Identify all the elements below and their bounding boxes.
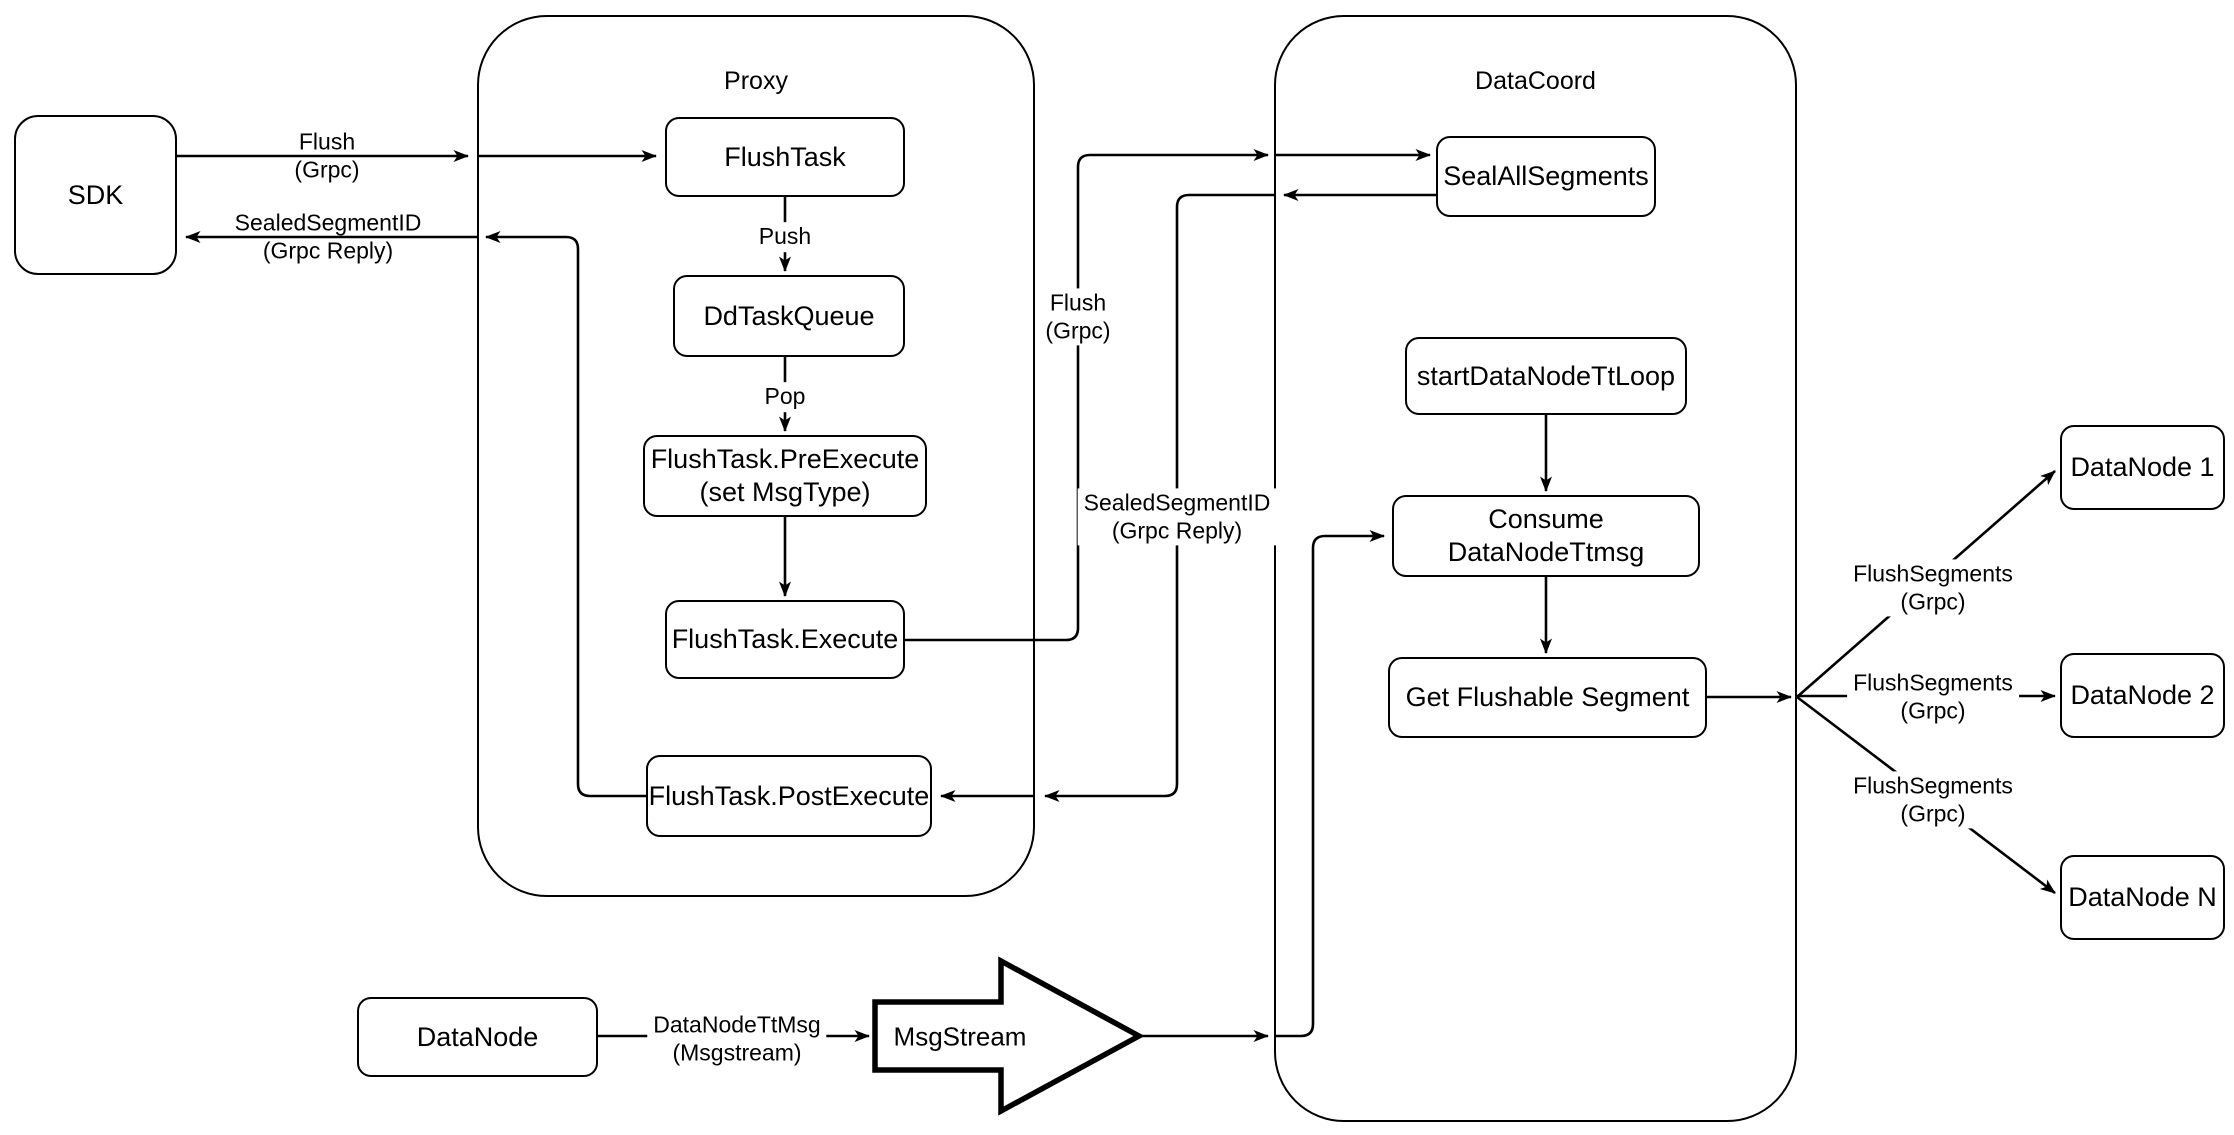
node-datanode-bottom: DataNode bbox=[357, 997, 598, 1077]
node-consume-datanode-ttmsg: Consume DataNodeTtmsg bbox=[1392, 495, 1700, 577]
label-flushsegments-1: FlushSegments (Grpc) bbox=[1847, 559, 2019, 617]
msgstream-arrow-shape bbox=[872, 956, 1145, 1116]
label-pop: Pop bbox=[758, 382, 812, 412]
node-datanode-2: DataNode 2 bbox=[2060, 653, 2225, 738]
node-seal-all-segments: SealAllSegments bbox=[1436, 136, 1656, 217]
label-flush-grpc-mid: Flush (Grpc) bbox=[1039, 288, 1117, 346]
label-flush-grpc-sdk: Flush (Grpc) bbox=[294, 128, 360, 182]
node-post-execute: FlushTask.PostExecute bbox=[646, 755, 932, 837]
node-pre-execute: FlushTask.PreExecute (set MsgType) bbox=[643, 435, 927, 517]
edge-reply-sdk-1 bbox=[485, 231, 646, 798]
node-dd-task-queue: DdTaskQueue bbox=[673, 275, 905, 357]
node-get-flushable-segment: Get Flushable Segment bbox=[1388, 657, 1707, 738]
datacoord-container-title: DataCoord bbox=[1475, 67, 1596, 95]
edge-flush-mid-1 bbox=[905, 149, 1269, 642]
label-flushsegments-2: FlushSegments (Grpc) bbox=[1847, 668, 2019, 726]
label-sealedsegmentid-mid: SealedSegmentID (Grpc Reply) bbox=[1077, 488, 1277, 546]
msgstream-label: MsgStream bbox=[893, 1021, 1027, 1052]
label-flushsegments-3: FlushSegments (Grpc) bbox=[1847, 771, 2019, 829]
node-start-datanode-tt-loop: startDataNodeTtLoop bbox=[1405, 337, 1687, 415]
label-push: Push bbox=[752, 222, 818, 252]
node-sdk: SDK bbox=[14, 115, 177, 275]
node-execute: FlushTask.Execute bbox=[665, 600, 905, 679]
label-datanode-ttmsg: DataNodeTtMsg (Msgstream) bbox=[647, 1010, 827, 1068]
node-datanode-1: DataNode 1 bbox=[2060, 425, 2225, 510]
proxy-container-title: Proxy bbox=[724, 67, 788, 95]
node-flush-task: FlushTask bbox=[665, 117, 905, 197]
node-datanode-n: DataNode N bbox=[2060, 855, 2225, 940]
label-sealedsegmentid-sdk: SealedSegmentID (Grpc Reply) bbox=[234, 209, 422, 263]
edge-msgstream-2 bbox=[1274, 530, 1385, 1038]
